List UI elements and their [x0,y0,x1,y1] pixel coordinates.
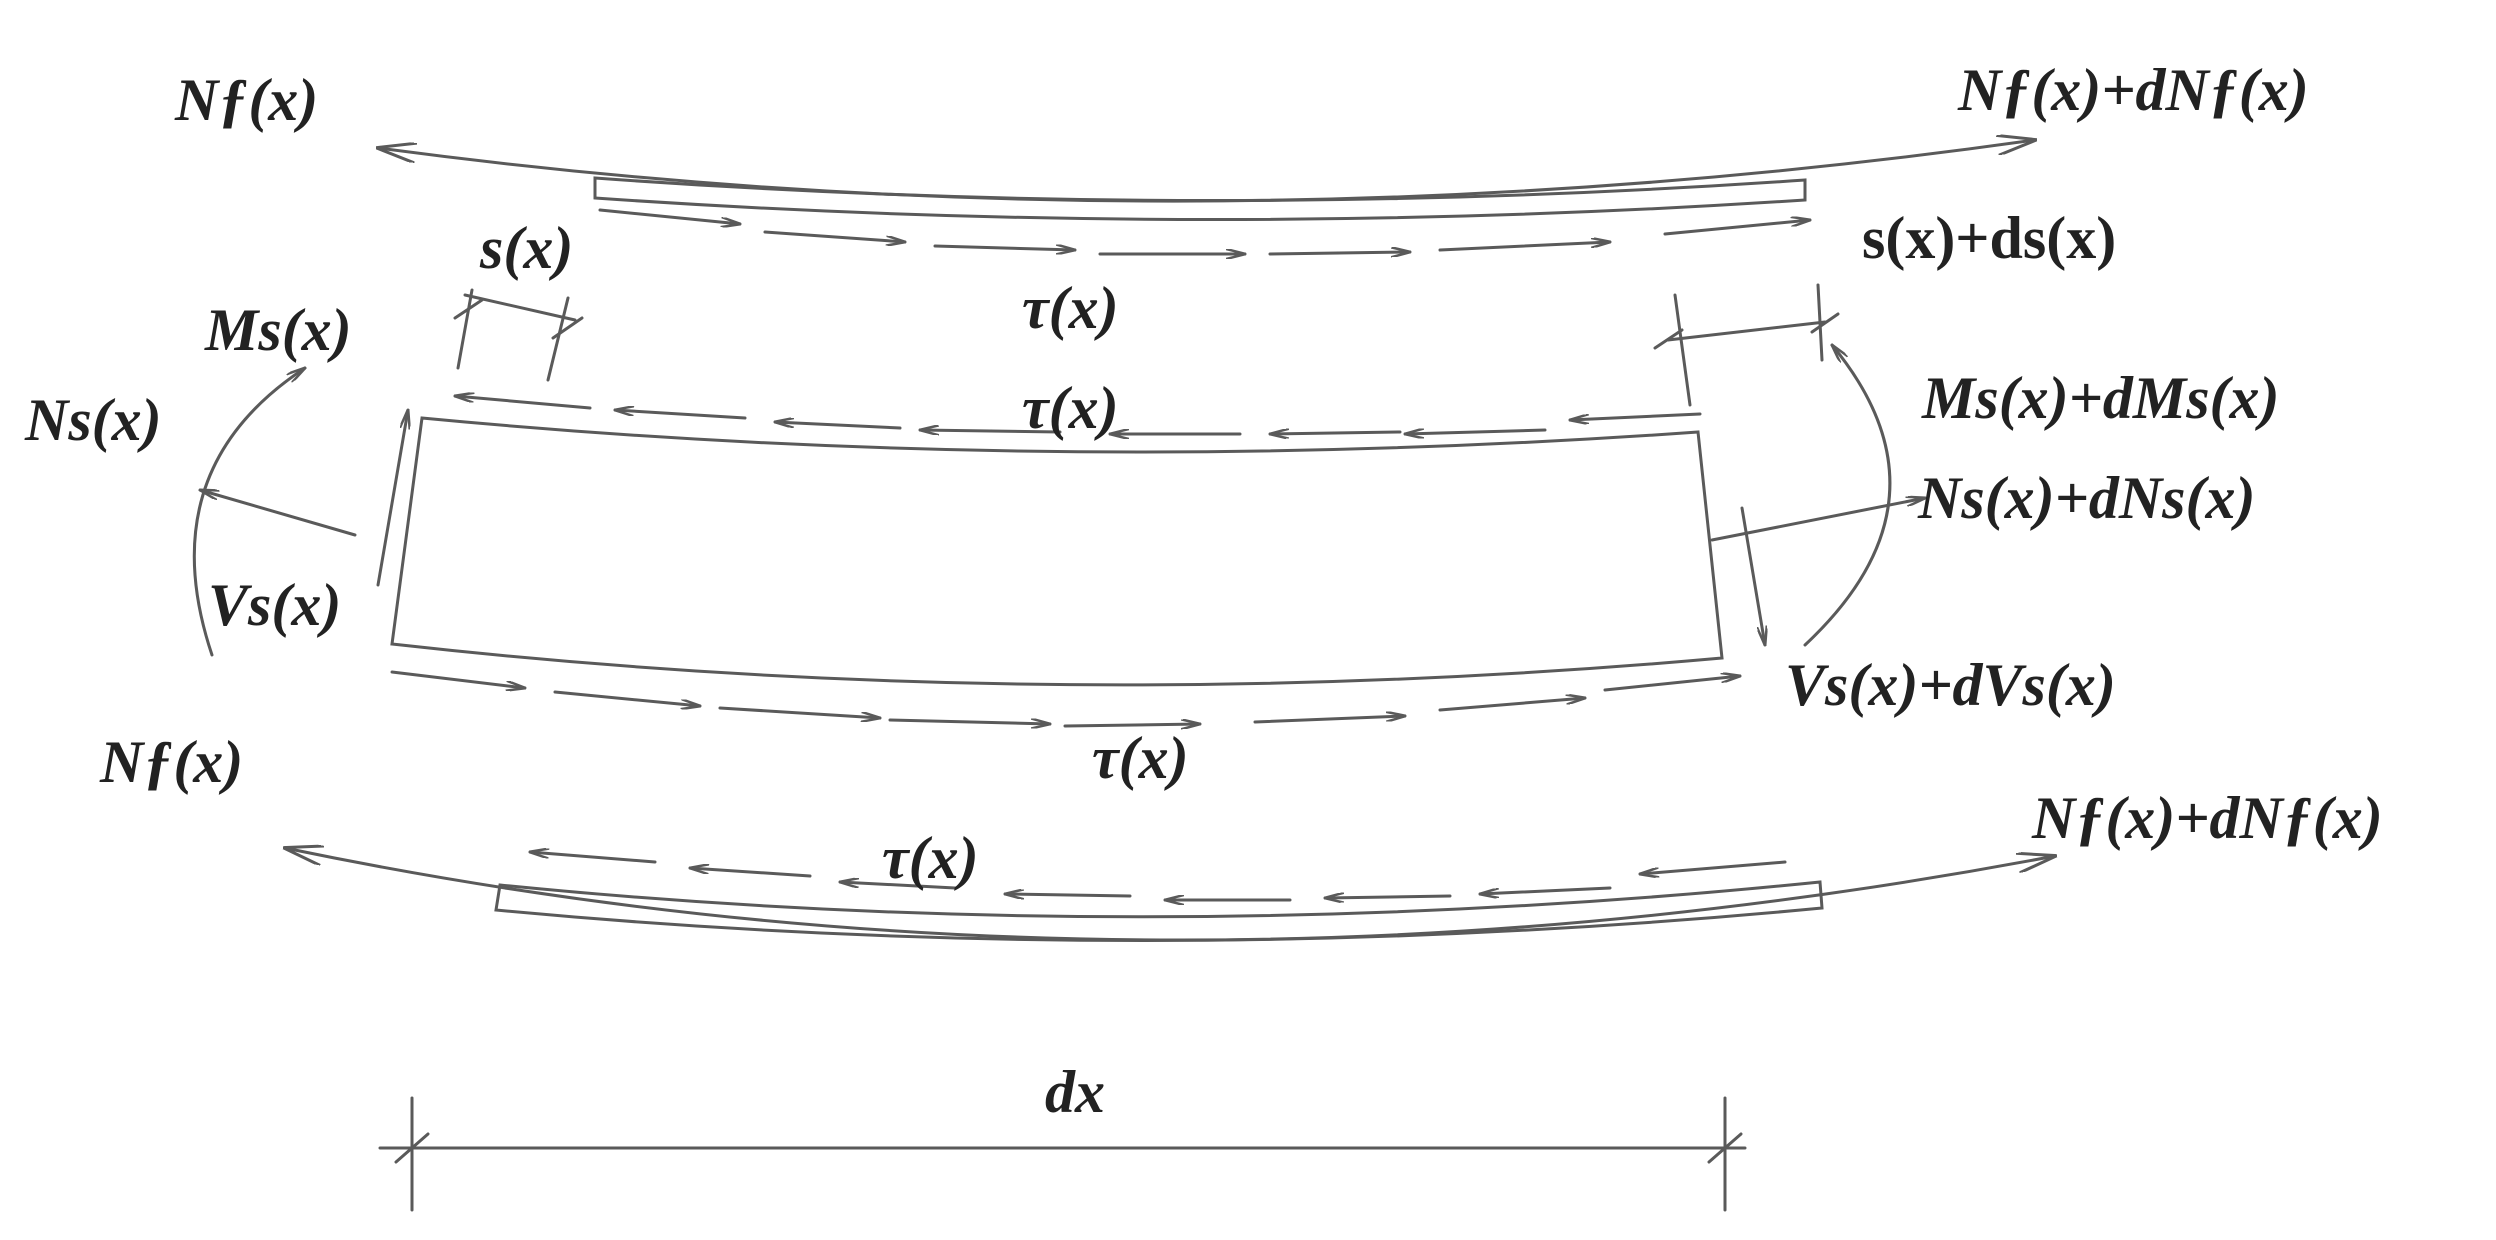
label-tau-bottom: τ(x) [882,825,979,891]
label-vs-right: Vs(x)+dVs(x) [1785,652,2116,718]
label-nf-bottom-right: Nƒ(x)+dNƒ(x) [2031,785,2383,851]
top-frp-force-arrow [378,140,2035,203]
label-ms-right: Ms(x)+dMs(x) [1921,365,2280,431]
label-tau-top: τ(x) [1022,275,1119,341]
upper-shear-arrows [453,396,1702,434]
ms-right-arrow [1803,345,1892,647]
vs-left-arrow [376,408,408,587]
lower-shear-arrows [390,670,1742,726]
dx-dimension [378,1096,1747,1212]
labels: Nƒ(x) Nƒ(x)+dNƒ(x) s(x) s(x)+ds(x) τ(x) … [24,57,2383,1125]
label-ns-left: Ns(x) [24,387,162,453]
label-ms-left: Ms(x) [204,297,352,363]
top-shear-arrows [598,208,1812,254]
label-tau-lower-mid: τ(x) [1092,725,1189,791]
left-s-dimension [453,288,584,382]
label-vs-left: Vs(x) [208,572,341,638]
label-nf-bottom-left: Nƒ(x) [99,729,243,795]
ns-left-arrow [200,490,357,537]
ms-left-arrow [192,368,305,657]
label-dx: dx [1045,1059,1105,1125]
bottom-frp-strip [494,880,1824,943]
bottom-shear-arrows [528,852,1787,900]
vs-right-arrow [1740,506,1765,647]
label-s-left: s(x) [479,215,573,281]
label-s-right: s(x)+ds(x) [1862,205,2116,271]
label-ns-right: Ns(x)+dNs(x) [1917,465,2255,531]
label-tau-upper-mid: τ(x) [1022,375,1119,441]
steel-element [390,416,1724,687]
label-nf-top-right: Nƒ(x)+dNƒ(x) [1957,57,2309,123]
bottom-frp-force-arrow [285,848,2055,942]
right-s-dimension [1653,283,1840,407]
label-nf-top-left: Nƒ(x) [174,67,318,133]
